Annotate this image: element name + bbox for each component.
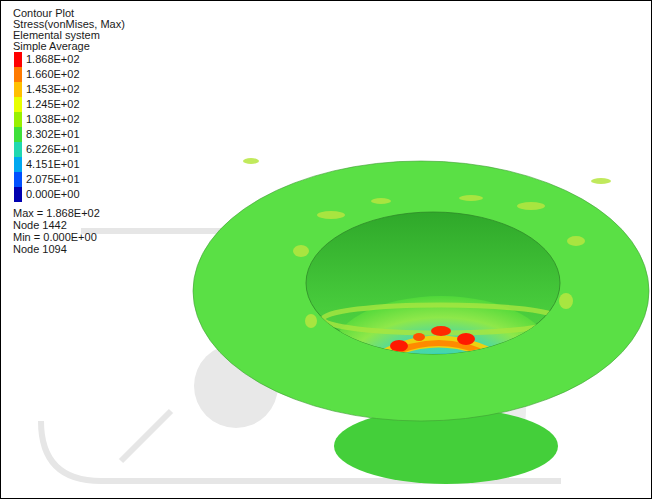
legend-value: 1.453E+02 [26, 83, 80, 95]
legend-swatch [14, 67, 22, 82]
legend-swatch [14, 82, 22, 97]
legend-value: 1.868E+02 [26, 53, 80, 65]
legend-swatch [14, 52, 22, 67]
legend-swatch [14, 187, 22, 202]
averaging-method: Simple Average [13, 40, 90, 52]
min-node: Node 1094 [13, 243, 67, 255]
flange [193, 161, 649, 421]
legend-value: 6.226E+01 [26, 143, 80, 155]
legend-swatch [14, 142, 22, 157]
max-value: Max = 1.868E+02 [13, 207, 100, 219]
legend-value: 1.038E+02 [26, 113, 80, 125]
min-value: Min = 0.000E+00 [13, 231, 97, 243]
cup-floor [323, 296, 559, 416]
legend-swatch [14, 127, 22, 142]
legend-value: 4.151E+01 [26, 158, 80, 170]
max-node: Node 1442 [13, 219, 67, 231]
legend-swatch [14, 157, 22, 172]
legend-swatch [14, 112, 22, 127]
legend-value: 8.302E+01 [26, 128, 80, 140]
legend-value: 2.075E+01 [26, 173, 80, 185]
legend-swatch [14, 172, 22, 187]
legend-value: 1.660E+02 [26, 68, 80, 80]
plot-title: Contour Plot [13, 7, 74, 19]
legend-value: 1.245E+02 [26, 98, 80, 110]
result-type: Stress(vonMises, Max) [13, 18, 125, 30]
legend-value: 0.000E+00 [26, 188, 80, 200]
result-system: Elemental system [13, 29, 100, 41]
legend-swatch [14, 97, 22, 112]
